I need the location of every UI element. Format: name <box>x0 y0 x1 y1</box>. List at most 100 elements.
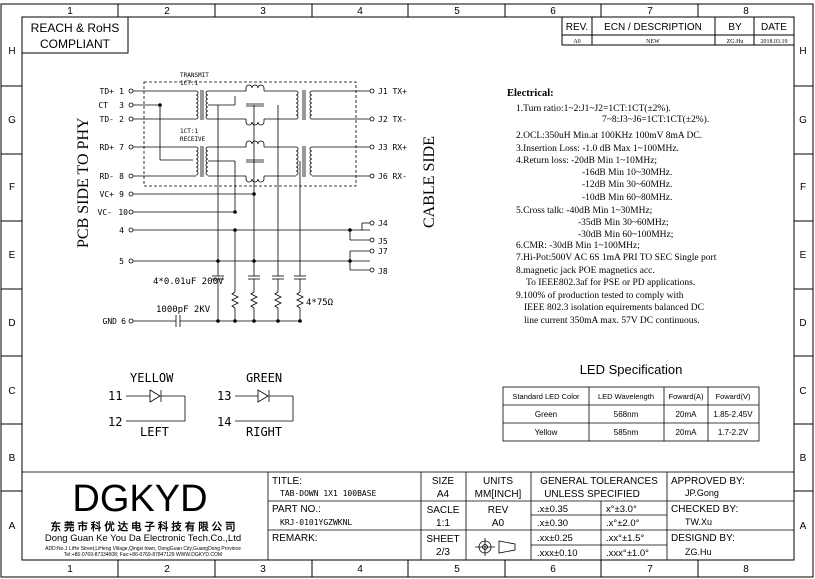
units-label: UNITS <box>483 476 513 487</box>
pin-num: 5 <box>119 257 124 266</box>
spec-line: 3.Insertion Loss: -1.0 dB Max 1~100MHz. <box>516 144 679 154</box>
pin-name-rd-plus: RD+ <box>100 143 115 152</box>
spec-line: -10dB Min 60~80MHz. <box>582 193 672 203</box>
row-marker: B <box>800 453 807 464</box>
checked-value: TW.Xu <box>685 517 712 527</box>
column-markers-top: 1 2 3 4 5 6 7 8 <box>67 6 749 17</box>
led-cell: 1.7-2.2V <box>718 428 749 437</box>
row-markers-right: H G F E D C B A <box>799 46 807 532</box>
tol-cell: .xx°±1.5° <box>606 533 644 544</box>
rev-cell: A0 <box>573 39 580 45</box>
col-marker: 8 <box>743 564 749 575</box>
led-header: Foward(V) <box>715 392 751 401</box>
date-header: DATE <box>761 22 787 33</box>
electrical-title: Electrical: <box>507 88 554 99</box>
led-green-anode: 13 <box>217 389 231 403</box>
title-block: DGKYD 东 莞 市 科 优 达 电 子 科 技 有 限 公 司 Dong G… <box>21 471 795 561</box>
col-marker: 1 <box>67 564 73 575</box>
led-header: LED Wavelength <box>598 392 654 401</box>
row-marker: G <box>799 115 807 126</box>
pin-num: 7 <box>119 143 124 152</box>
pcb-side-label: PCB SIDE TO PHY <box>75 117 92 248</box>
designed-label: DESIGND BY: <box>671 533 735 544</box>
pin-num: 6 <box>121 317 126 326</box>
designed-value: ZG.Hu <box>685 547 712 557</box>
pin-name-td-minus: TD- <box>100 115 114 124</box>
size-value: A4 <box>437 489 450 500</box>
tol-title1: GENERAL TOLERANCES <box>540 476 658 487</box>
title-label: TITLE: <box>272 476 302 487</box>
spec-line: line current 350mA max. 57V DC continuou… <box>524 316 700 326</box>
led-cell: 20mA <box>676 428 698 437</box>
frame-ticks <box>1 4 813 577</box>
led-cell: 20mA <box>676 410 698 419</box>
projection-symbol-icon <box>475 538 516 556</box>
pin-name-vc-plus: VC+ <box>100 190 115 199</box>
row-marker: F <box>9 182 15 193</box>
checked-label: CHECKED BY: <box>671 504 738 515</box>
spec-line: 5.Cross talk: -40dB Min 1~30MHz; <box>516 206 652 216</box>
led-cell: Yellow <box>535 428 558 437</box>
pin-num: 1 <box>119 87 124 96</box>
spec-line: -12dB Min 30~60MHz. <box>582 180 672 190</box>
spec-line: To IEEE802.3af for PSE or PD application… <box>526 277 695 288</box>
pin-label-j4: J4 <box>378 219 388 228</box>
pin-label-j3: J3 RX+ <box>378 143 407 152</box>
pin-num: 10 <box>118 208 128 217</box>
spec-line: -35dB Min 30~60MHz; <box>578 218 669 228</box>
spec-line: -16dB Min 10~30MHz. <box>582 168 672 178</box>
electrical-spec: Electrical: 1.Turn ratio:1~2:J1~J2=1CT:1… <box>507 88 717 326</box>
col-marker: 6 <box>550 6 556 17</box>
tol-cell: .x±0.30 <box>537 518 568 529</box>
spec-line: 6.CMR: -30dB Min 1~100MHz; <box>516 241 640 251</box>
tol-title2: UNLESS SPECIFIED <box>544 489 640 500</box>
scale-label: SACLE <box>427 505 460 516</box>
pin-name-ct: CT <box>98 101 108 110</box>
date-cell: 2018.03.19 <box>761 39 788 45</box>
size-label: SIZE <box>432 476 455 487</box>
rev-label: REV <box>488 505 509 516</box>
led-header: Standard LED Color <box>512 392 580 401</box>
col-marker: 4 <box>357 564 363 575</box>
row-marker: H <box>8 46 15 57</box>
led-green: GREEN 13 14 RIGHT <box>217 371 294 439</box>
cable-side-label: CABLE SIDE <box>421 136 438 228</box>
row-marker: A <box>800 521 807 532</box>
led-yellow-cathode: 12 <box>108 415 122 429</box>
led-green-side: RIGHT <box>246 425 282 439</box>
led-yellow-label: YELLOW <box>130 371 174 385</box>
spec-line: 4.Return loss: -20dB Min 1~10MHz; <box>516 156 657 166</box>
led-header: Foward(A) <box>668 392 704 401</box>
tx-ratio: 1CT:1 <box>180 80 198 87</box>
res-array-label: 4*75Ω <box>306 298 334 308</box>
rx-ratio: 1CT:1 <box>180 128 198 135</box>
tol-cell: x°±3.0° <box>606 504 637 515</box>
spec-line: 7.Hi-Pot:500V AC 6S 1mA PRI TO SEC Singl… <box>516 253 717 263</box>
tol-cell: .xxx°±1.0° <box>606 548 649 559</box>
col-marker: 3 <box>260 564 266 575</box>
isolation-box <box>143 81 357 187</box>
row-markers-left: H G F E D C B A <box>8 46 16 532</box>
compliance-box: REACH & RoHS COMPLIANT <box>21 16 129 54</box>
row-marker: C <box>8 386 15 397</box>
spec-line: 8.magnetic jack POE magnetics acc. <box>516 266 655 276</box>
company-cn: 东 莞 市 科 优 达 电 子 科 技 有 限 公 司 <box>51 520 236 533</box>
row-marker: F <box>800 182 806 193</box>
pin-num: 3 <box>119 101 124 110</box>
compliance-line1: REACH & RoHS <box>31 21 120 35</box>
tol-cell: .xxx±0.10 <box>537 548 578 559</box>
row-marker: G <box>8 115 16 126</box>
pin-num: 4 <box>119 226 124 235</box>
pin-label-j5: J5 <box>378 237 388 246</box>
led-cell: 585nm <box>614 428 639 437</box>
cap-array-label: 4*0.01uF 200V <box>153 277 224 287</box>
part-value: KRJ-0101YGZWKNL <box>280 518 352 527</box>
led-cell: Green <box>535 410 557 419</box>
pin-num: 9 <box>119 190 124 199</box>
col-marker: 7 <box>647 6 653 17</box>
col-marker: 5 <box>454 6 460 17</box>
row-marker: E <box>800 250 807 261</box>
by-cell: ZG.Hu <box>727 39 744 45</box>
led-yellow: YELLOW 11 12 LEFT <box>108 371 186 439</box>
